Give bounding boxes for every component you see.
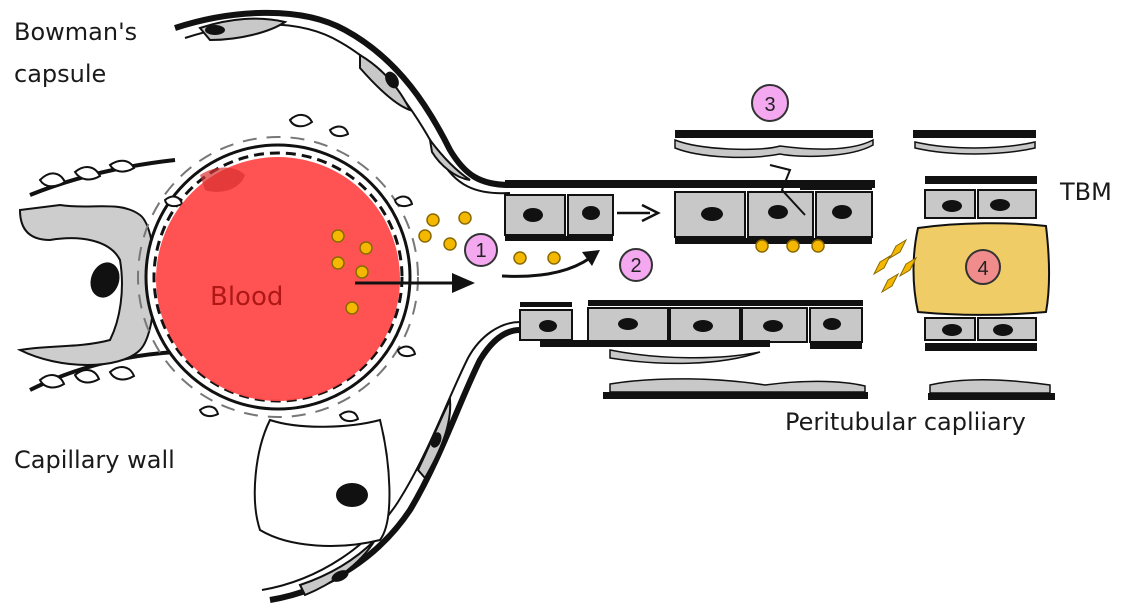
svg-text:3: 3	[764, 94, 775, 116]
blood-circle	[156, 157, 400, 401]
svg-text:2: 2	[630, 255, 641, 277]
podocyte-cell	[255, 420, 390, 546]
tubule-upper-wall	[505, 130, 875, 244]
peritubular-capillary-label: Peritubular capliiary	[785, 408, 1026, 436]
transport-arrow-upper	[617, 205, 658, 221]
svg-text:1: 1	[475, 240, 486, 262]
blood-label: Blood	[210, 282, 283, 312]
marker-4: 4	[966, 250, 1000, 284]
capillary-wall-label: Capillary wall	[14, 446, 175, 474]
tubule-lower-wall	[520, 300, 863, 363]
bowmans-capsule-label-line2: capsule	[14, 60, 106, 88]
tbm-label: TBM	[1059, 178, 1112, 206]
peritubular-capillary-wall	[603, 379, 1055, 400]
marker-3: 3	[752, 85, 788, 121]
transport-dashes	[874, 240, 916, 292]
svg-text:4: 4	[977, 258, 988, 280]
marker-2: 2	[620, 249, 652, 281]
bowmans-capsule-label-line1: Bowman's	[14, 18, 137, 46]
marker-1: 1	[465, 234, 497, 266]
